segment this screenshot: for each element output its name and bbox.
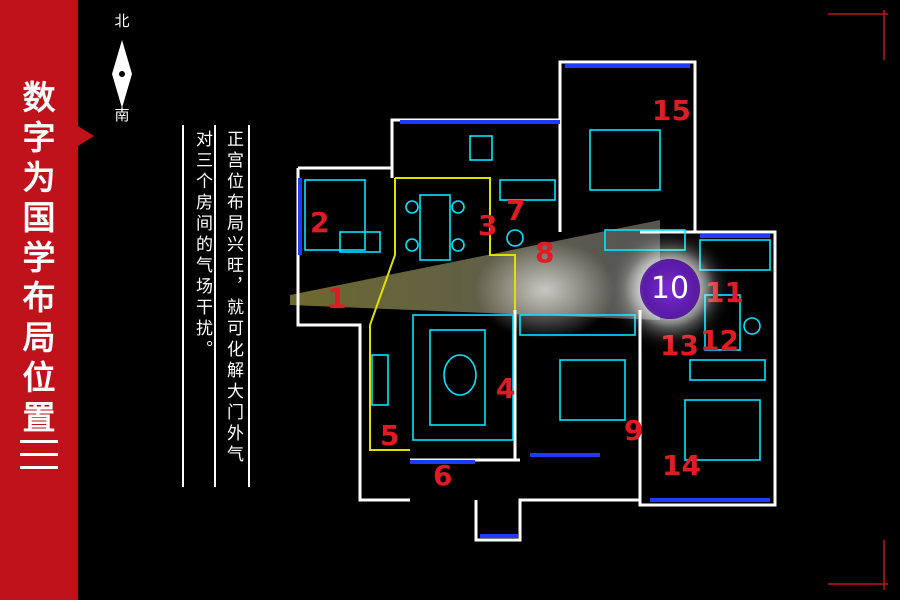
room-number-1: 1 [327, 282, 346, 315]
room-number-3: 3 [478, 209, 497, 242]
sidebar-notch [78, 126, 94, 146]
note-rule-right [248, 125, 250, 487]
room-number-6: 6 [433, 459, 452, 492]
note-rule-mid [214, 125, 216, 487]
compass-south-label: 南 [114, 106, 130, 124]
note-column-2: 对三个房间的气场干扰。 [192, 130, 212, 361]
room-number-2: 2 [310, 206, 329, 239]
sidebar-title-char: 为 [22, 158, 56, 197]
highlight-badge: 10 [640, 259, 700, 319]
compass-needle-icon [112, 40, 132, 108]
sidebar-title-char: 位 [22, 358, 56, 397]
note-rule-left [182, 125, 184, 487]
room-number-13: 13 [660, 329, 699, 362]
compass: 北 南 [102, 8, 142, 128]
room-number-14: 14 [662, 449, 701, 482]
room-number-7: 7 [506, 194, 525, 227]
room-number-11: 11 [705, 276, 744, 309]
compass-north-label: 北 [114, 12, 130, 30]
sidebar-title-char: 字 [22, 118, 56, 157]
sidebar-title-char: 国 [22, 198, 56, 237]
furniture [304, 129, 771, 461]
sidebar-title: 数字为国学布局位置 [18, 78, 60, 438]
highlight-number: 10 [650, 271, 690, 306]
room-number-9: 9 [624, 414, 643, 447]
room-number-4: 4 [496, 372, 515, 405]
part-three-mark [20, 440, 58, 470]
central-zone-outline [369, 177, 516, 451]
sidebar-title-char: 局 [22, 318, 56, 357]
room-number-12: 12 [700, 324, 739, 357]
outer-walls [296, 60, 777, 542]
windows [298, 64, 770, 538]
sidebar-title-char: 置 [22, 398, 56, 437]
room-number-15: 15 [652, 94, 691, 127]
room-number-8: 8 [535, 236, 554, 269]
sidebar-title-char: 布 [22, 278, 56, 317]
sidebar-title-char: 学 [22, 238, 56, 277]
note-column-1: 正宫位布局兴旺，就可化解大门外气 [223, 130, 243, 466]
sidebar-title-char: 数 [22, 78, 56, 117]
room-number-5: 5 [380, 419, 399, 452]
